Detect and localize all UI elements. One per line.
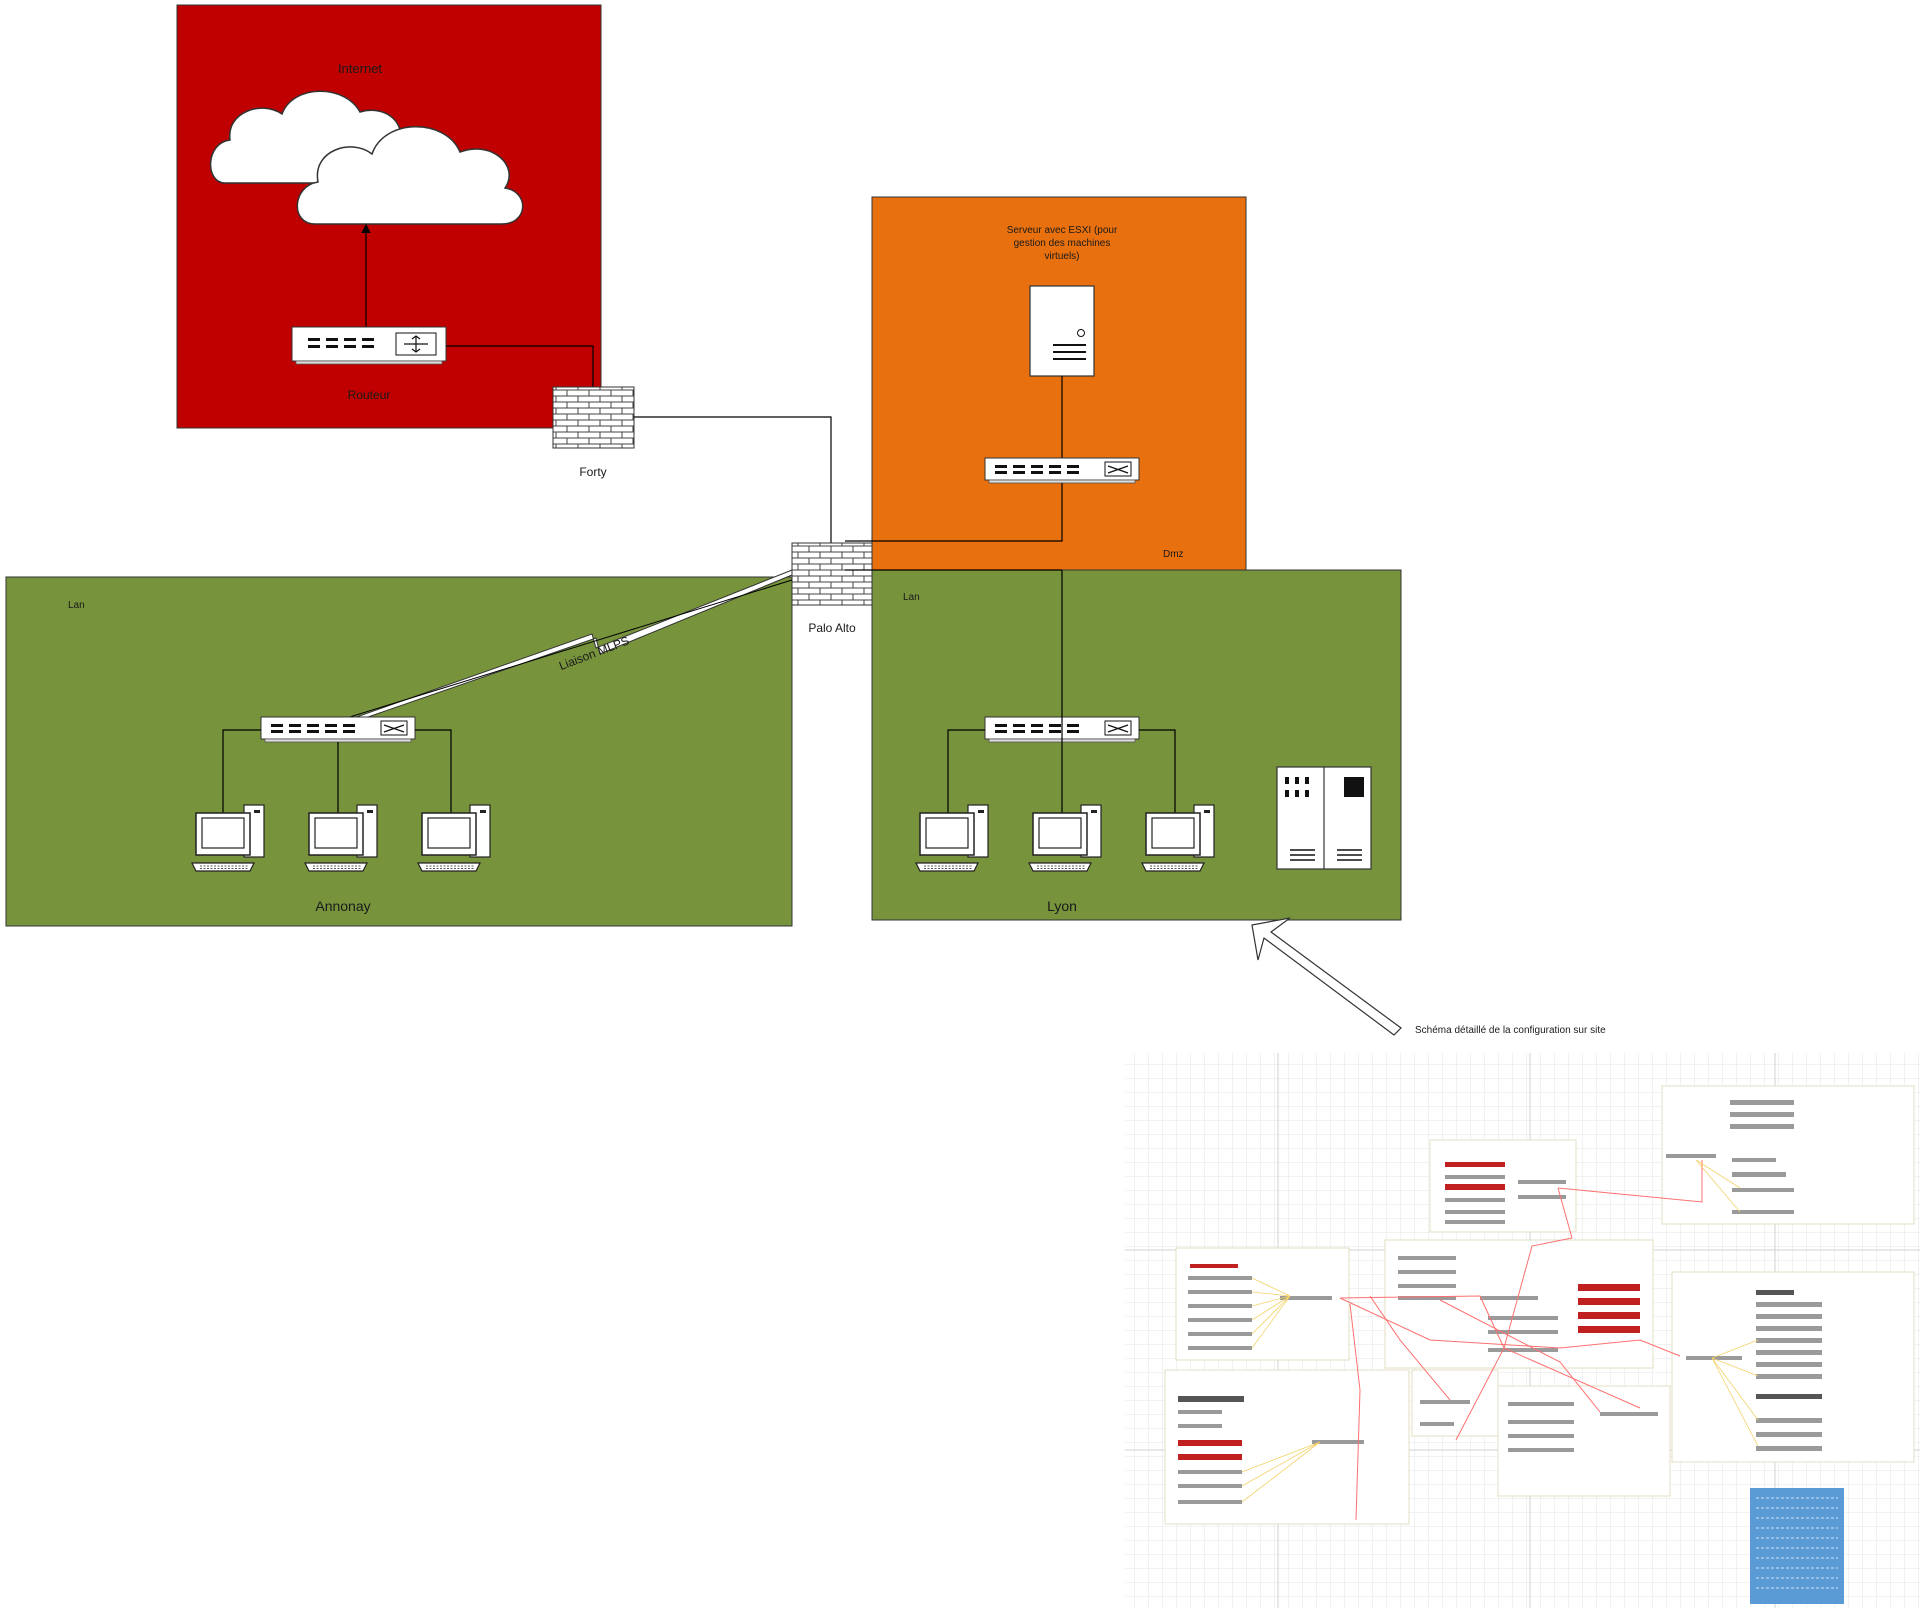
palo-alto-label: Palo Alto xyxy=(808,621,856,635)
server-icon xyxy=(1029,285,1095,377)
dmz-to-palo-line xyxy=(845,483,1063,542)
lan-annonay-title: Lan xyxy=(68,600,85,611)
detail-caption: Schéma détaillé de la configuration sur … xyxy=(1415,1025,1606,1036)
lyon-label: Lyon xyxy=(1047,898,1077,914)
router-icon xyxy=(291,326,447,365)
block-arrow-icon xyxy=(1251,917,1402,1036)
detail-blue-panel xyxy=(1750,1488,1844,1604)
server-label: Serveur avec ESXI (pour gestion des mach… xyxy=(1006,225,1118,262)
lan-annonay-zone xyxy=(5,576,793,927)
lyon-drops xyxy=(943,570,1180,841)
palo-to-annonay-line xyxy=(339,579,793,721)
dmz-zone xyxy=(871,196,1247,571)
switch-icon xyxy=(984,457,1140,484)
internet-title: Internet xyxy=(337,61,383,76)
firewall-icon xyxy=(791,542,873,606)
cloud-icon xyxy=(209,90,524,225)
switch-icon xyxy=(260,716,416,743)
forty-label: Forty xyxy=(579,465,607,479)
forty-to-palo-line xyxy=(634,416,832,560)
annonay-label: Annonay xyxy=(315,898,371,914)
lan-lyon-title: Lan xyxy=(903,592,920,603)
firewall-icon xyxy=(552,386,635,449)
dmz-title: Dmz xyxy=(1163,549,1184,560)
detail-thumbnail xyxy=(1125,1053,1920,1608)
router-label: Routeur xyxy=(347,388,391,402)
rack-icon xyxy=(1276,766,1372,870)
